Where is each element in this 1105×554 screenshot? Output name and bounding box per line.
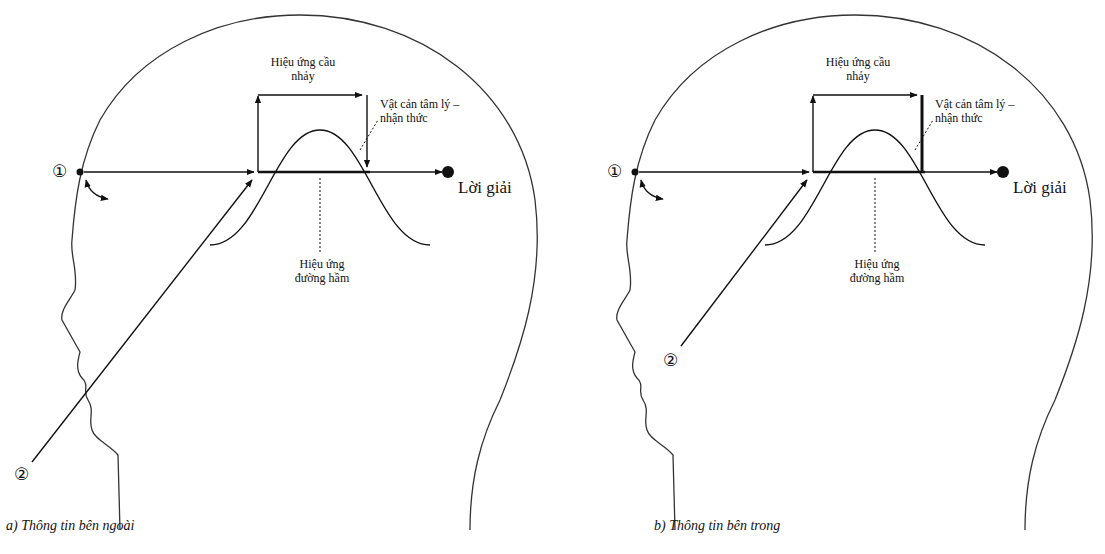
curved-double-arrow bbox=[641, 180, 663, 199]
start-arrow bbox=[639, 171, 809, 172]
bridge-across bbox=[258, 94, 362, 95]
callout-number: ② bbox=[14, 466, 29, 483]
panel-caption: a) Thông tin bên ngoài bbox=[6, 518, 134, 534]
tunnel-leader bbox=[320, 178, 321, 254]
bridge-up bbox=[812, 96, 813, 172]
callout-number: ① bbox=[52, 163, 67, 180]
effect-label: Hiệu ứng đường hầm bbox=[841, 258, 913, 286]
bridge-up bbox=[257, 96, 258, 172]
solution-dot bbox=[997, 166, 1009, 178]
start-dot bbox=[77, 169, 84, 176]
tunnel-leader bbox=[875, 178, 876, 254]
panel-caption: b) Thông tin bên trong bbox=[654, 518, 780, 534]
barrier-leader bbox=[360, 120, 378, 150]
bridge-down bbox=[366, 95, 367, 167]
callout-number: ② bbox=[663, 352, 678, 369]
end-arrow bbox=[370, 171, 442, 172]
solution-dot bbox=[442, 166, 454, 178]
head-outline bbox=[62, 15, 538, 530]
start-dot bbox=[632, 169, 639, 176]
bridge-across bbox=[813, 94, 917, 95]
callout-number: ① bbox=[607, 163, 622, 180]
solution-label: Lời giải bbox=[1013, 178, 1067, 198]
start-arrow bbox=[84, 171, 254, 172]
head-outline bbox=[617, 15, 1093, 530]
barrier-leader bbox=[915, 120, 933, 150]
end-arrow bbox=[925, 171, 997, 172]
effect-label: Hiệu ứng cầu nhảy bbox=[268, 56, 338, 84]
barrier-label: Vật cản tâm lý – nhận thức bbox=[933, 98, 1037, 126]
bridge-down bbox=[921, 95, 924, 172]
effect-label: Hiệu ứng cầu nhảy bbox=[823, 56, 893, 84]
curved-double-arrow bbox=[86, 180, 108, 199]
effect-label: Hiệu ứng đường hầm bbox=[286, 258, 358, 286]
tunnel-line bbox=[813, 171, 925, 174]
panel-a bbox=[32, 15, 537, 530]
panel-b bbox=[617, 15, 1093, 530]
solution-label: Lời giải bbox=[458, 178, 512, 198]
info-arrow bbox=[32, 180, 252, 462]
barrier-label: Vật cản tâm lý – nhận thức bbox=[378, 98, 482, 126]
info-arrow bbox=[681, 180, 807, 346]
tunnel-line bbox=[258, 171, 370, 174]
